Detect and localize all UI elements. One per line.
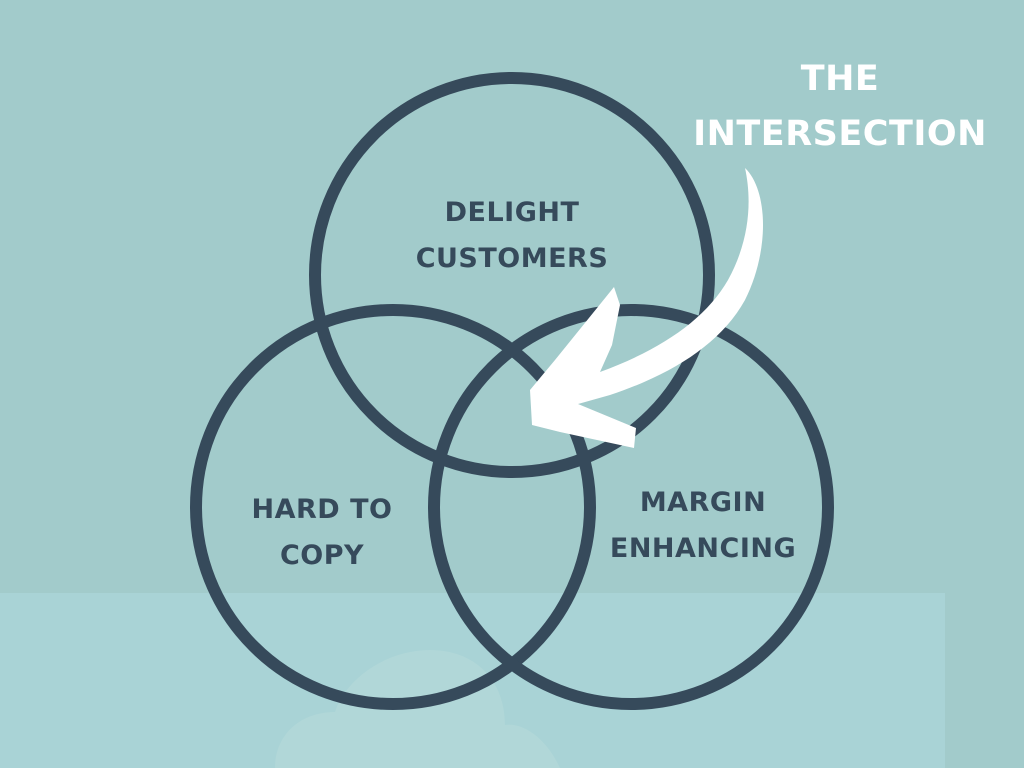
circle-delight-customers	[309, 72, 715, 478]
callout-title: THE INTERSECTION	[670, 52, 1010, 162]
label-margin-enhancing: MARGIN ENHANCING	[578, 480, 828, 572]
callout-line-2: INTERSECTION	[693, 114, 987, 154]
label-line: HARD TO	[251, 494, 393, 525]
label-line: ENHANCING	[609, 533, 797, 564]
label-line: CUSTOMERS	[415, 243, 609, 274]
label-line: COPY	[279, 540, 365, 571]
label-line: DELIGHT	[444, 197, 580, 228]
arrow-icon	[530, 168, 764, 448]
callout-line-1: THE	[800, 59, 880, 99]
circle-hard-to-copy	[190, 304, 596, 710]
circle-margin-enhancing	[428, 304, 834, 710]
label-line: MARGIN	[639, 487, 767, 518]
label-delight-customers: DELIGHT CUSTOMERS	[362, 190, 662, 282]
label-hard-to-copy: HARD TO COPY	[200, 487, 444, 579]
